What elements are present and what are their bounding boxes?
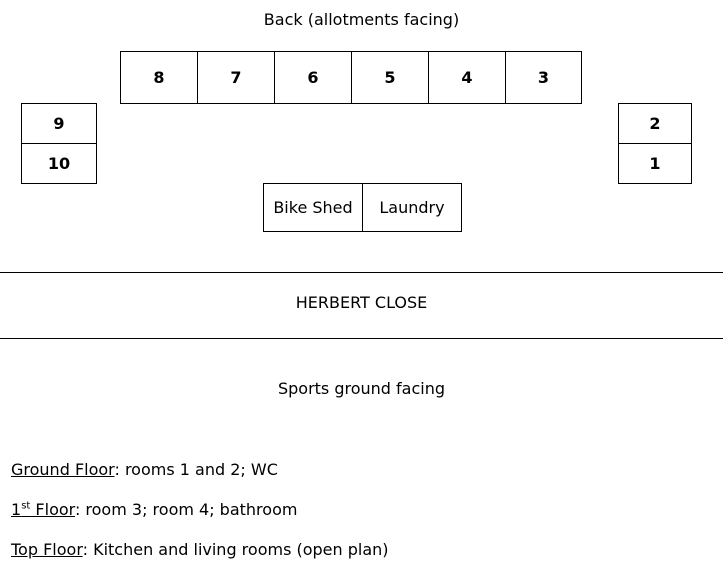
room-4: 4 xyxy=(428,51,506,104)
first-floor-desc: : room 3; room 4; bathroom xyxy=(74,500,298,519)
legend-first-floor: 1st Floor: room 3; room 4; bathroom xyxy=(11,500,297,520)
room-7: 7 xyxy=(197,51,275,104)
room-9: 9 xyxy=(21,103,97,144)
room-2: 2 xyxy=(618,103,692,144)
legend-ground-floor: Ground Floor: rooms 1 and 2; WC xyxy=(11,460,278,480)
ground-floor-name: Ground Floor xyxy=(11,460,115,479)
back-label: Back (allotments facing) xyxy=(263,10,460,29)
first-floor-num: 1 xyxy=(11,500,22,519)
road-edge-top xyxy=(0,272,723,273)
room-10: 10 xyxy=(21,143,97,184)
bike-shed: Bike Shed xyxy=(263,183,363,232)
legend-top-floor: Top Floor: Kitchen and living rooms (ope… xyxy=(11,540,389,560)
first-floor-sup: st xyxy=(21,500,31,512)
room-8: 8 xyxy=(120,51,198,104)
road-label: HERBERT CLOSE xyxy=(295,293,428,312)
laundry: Laundry xyxy=(362,183,462,232)
top-floor-name: Top Floor xyxy=(11,540,83,559)
road-edge-bottom xyxy=(0,338,723,339)
room-5: 5 xyxy=(351,51,429,104)
ground-floor-desc: : rooms 1 and 2; WC xyxy=(114,460,278,479)
room-3: 3 xyxy=(505,51,582,104)
first-floor-word: Floor xyxy=(30,500,75,519)
front-label: Sports ground facing xyxy=(277,379,446,398)
top-floor-desc: : Kitchen and living rooms (open plan) xyxy=(82,540,389,559)
room-6: 6 xyxy=(274,51,352,104)
room-1: 1 xyxy=(618,143,692,184)
first-floor-name: 1st Floor xyxy=(11,500,75,519)
